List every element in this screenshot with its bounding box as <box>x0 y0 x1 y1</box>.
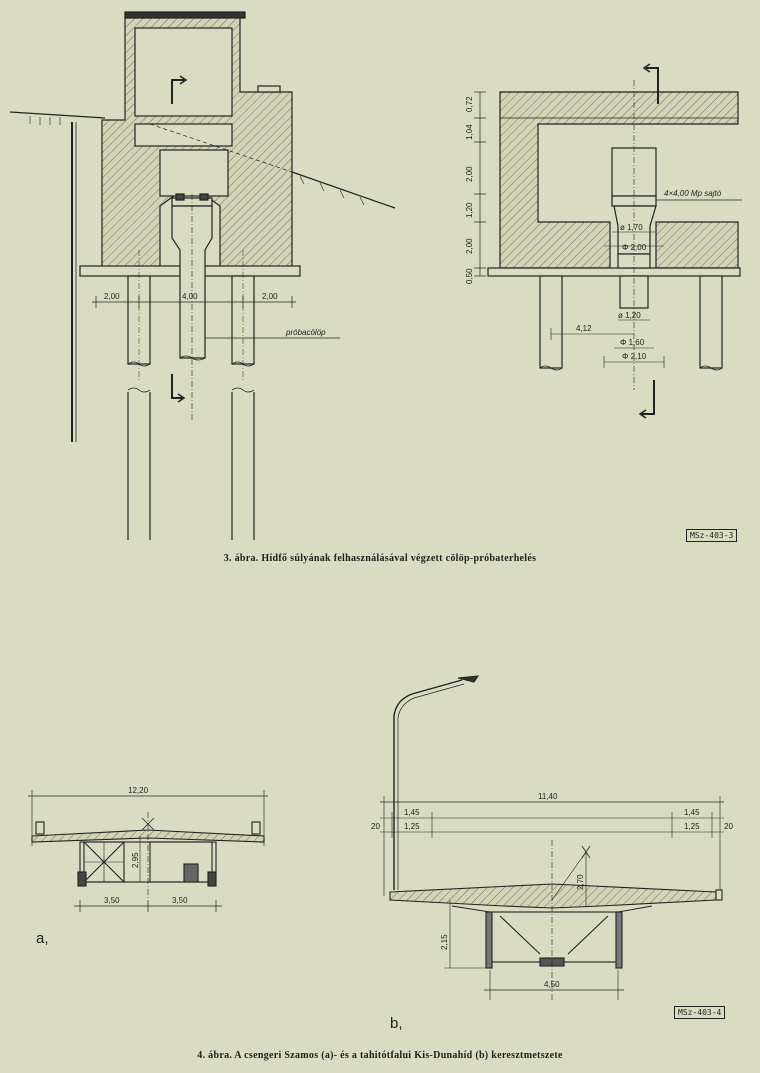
fig3-right-vdim-5: 2,00 <box>465 238 474 254</box>
fig3-right-view <box>474 63 742 419</box>
fig3-left-dim-2: 4,00 <box>182 292 198 301</box>
fig4b-label: b, <box>390 1015 403 1032</box>
fig4b-height: 2,70 <box>576 874 585 890</box>
fig3-jack-label: 4×4,00 Mp sajtó <box>664 189 722 198</box>
fig3-right-dim-3: ø 1,20 <box>618 311 641 320</box>
fig3-right-dim-1: ø 1,70 <box>620 223 643 232</box>
fig4b-side-right-2: 1,25 <box>684 822 700 831</box>
fig4b-side-left-3: 20 <box>371 822 380 831</box>
fig3-right-vdim-1: 0,72 <box>465 96 474 112</box>
fig4b-side-right-3: 20 <box>724 822 733 831</box>
fig4b-bottom-width: 4,50 <box>544 980 560 989</box>
fig3-caption: 3. ábra. Hídfő súlyának felhasználásával… <box>223 553 537 564</box>
fig3-pile-label: próbacölöp <box>285 328 326 337</box>
fig3-right-vdim-3: 2,00 <box>465 166 474 182</box>
fig4a-span-1: 3,50 <box>104 896 120 905</box>
fig3-right-vdim-2: 1,04 <box>465 124 474 140</box>
fig4b-depth: 2,15 <box>440 934 449 950</box>
fig4b-total-width: 11,40 <box>538 792 558 801</box>
fig3-right-dim-4: 4,12 <box>576 324 592 333</box>
fig3-stamp: MSz-403-3 <box>686 529 738 542</box>
fig3-right-dim-5: Φ 1,60 <box>620 338 645 347</box>
fig3-right-dim-2: Φ 2,00 <box>622 243 647 252</box>
fig4b-side-left-2: 1,25 <box>404 822 420 831</box>
fig3-right-dim-6: Φ 2,10 <box>622 352 647 361</box>
fig3-left-dim-3: 2,00 <box>262 292 278 301</box>
fig3-right-vdim-4: 1,20 <box>465 202 474 218</box>
fig4a-total-width: 12,20 <box>128 786 149 795</box>
fig4b-cross-section <box>380 675 724 1000</box>
fig4a-span-2: 3,50 <box>172 896 188 905</box>
fig4b-side-left-1: 1,45 <box>404 808 420 817</box>
fig4a-height: 2,95 <box>131 852 140 868</box>
fig3-left-dim-1: 2,00 <box>104 292 120 301</box>
fig4-caption: 4. ábra. A csengeri Szamos (a)- és a tah… <box>197 1050 563 1061</box>
fig3-left-view <box>9 11 396 540</box>
fig4-stamp: MSz-403-4 <box>674 1006 726 1019</box>
fig4b-side-right-1: 1,45 <box>684 808 700 817</box>
fig4a-label: a, <box>36 930 49 947</box>
fig3-right-vdim-6: 0,50 <box>465 268 474 284</box>
fig4a-cross-section <box>28 790 268 912</box>
